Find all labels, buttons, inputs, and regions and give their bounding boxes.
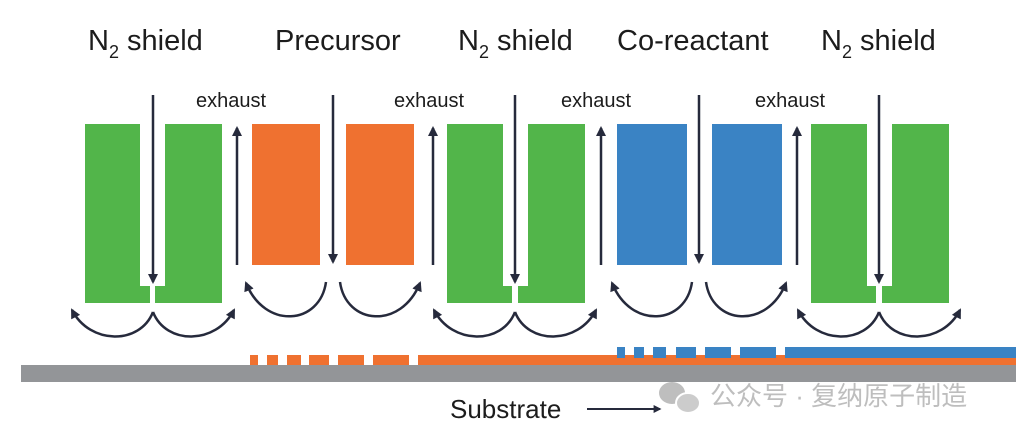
curved-arrow-icon [151, 308, 236, 338]
coreactant-island [740, 347, 776, 358]
curved-arrow-icon [877, 308, 962, 338]
co-reactant-head [617, 124, 782, 265]
curved-arrow-icon [610, 281, 694, 318]
curved-arrow-icon [432, 308, 517, 338]
label-n2-shield-1: N2 shield [88, 25, 203, 62]
precursor-block-right [346, 124, 414, 265]
curved-arrow-icon [704, 281, 788, 318]
substrate-callout: Substrate [450, 394, 662, 424]
curved-arrow-icon [513, 308, 598, 338]
precursor-island [250, 355, 258, 365]
watermark-text: 公众号 · 复纳原子制造 [710, 381, 967, 411]
n2-shield-head-2 [447, 124, 585, 303]
curved-arrow-icon [338, 281, 422, 318]
coreactant-island [705, 347, 731, 358]
watermark: 公众号 · 复纳原子制造 [659, 381, 967, 414]
substrate-stack [21, 347, 1016, 382]
shield-block-right [882, 124, 949, 303]
exhaust-arrows [232, 126, 802, 265]
exhaust-label-4: exhaust [755, 90, 825, 112]
substrate-label: Substrate [450, 394, 561, 424]
n2-shield-head-1 [85, 124, 222, 303]
precursor-block-left [252, 124, 320, 265]
shield-block-left [447, 124, 512, 303]
coreactant-island [676, 347, 696, 358]
precursor-island [287, 355, 301, 365]
shield-block-left [811, 124, 876, 303]
co-reactant-film [617, 347, 1016, 358]
exhaust-label-1: exhaust [196, 90, 266, 112]
coreactant-island [634, 347, 644, 358]
coreactant-island [653, 347, 666, 358]
coreactant-island [617, 347, 625, 358]
coreactant-continuous-layer [785, 347, 1016, 358]
shield-block-right [155, 124, 222, 303]
curved-arrow-icon [70, 308, 155, 338]
precursor-head [252, 124, 414, 265]
wechat-icon [659, 382, 701, 414]
exhaust-label-3: exhaust [561, 90, 631, 112]
n2-shield-head-3 [811, 124, 949, 303]
shield-block-right [518, 124, 585, 303]
curved-arrow-icon [244, 281, 328, 318]
substrate [21, 365, 1016, 382]
exhaust-labels: exhaust exhaust exhaust exhaust [196, 90, 825, 112]
exhaust-label-2: exhaust [394, 90, 464, 112]
label-precursor: Precursor [275, 25, 401, 57]
inlet-arrows [148, 95, 884, 284]
coreactant-block-left [617, 124, 687, 265]
label-n2-shield-3: N2 shield [821, 25, 936, 62]
curved-arrow-icon [796, 308, 881, 338]
flow-arrows [70, 281, 962, 338]
precursor-island [309, 355, 329, 365]
precursor-island [267, 355, 278, 365]
precursor-film [250, 355, 1016, 365]
coreactant-block-right [712, 124, 782, 265]
precursor-island [338, 355, 364, 365]
shield-block-left [85, 124, 150, 303]
precursor-island [373, 355, 409, 365]
head-labels: N2 shield Precursor N2 shield Co-reactan… [88, 25, 936, 62]
precursor-continuous-layer [418, 355, 1016, 365]
label-n2-shield-2: N2 shield [458, 25, 573, 62]
label-co-reactant: Co-reactant [617, 25, 769, 57]
